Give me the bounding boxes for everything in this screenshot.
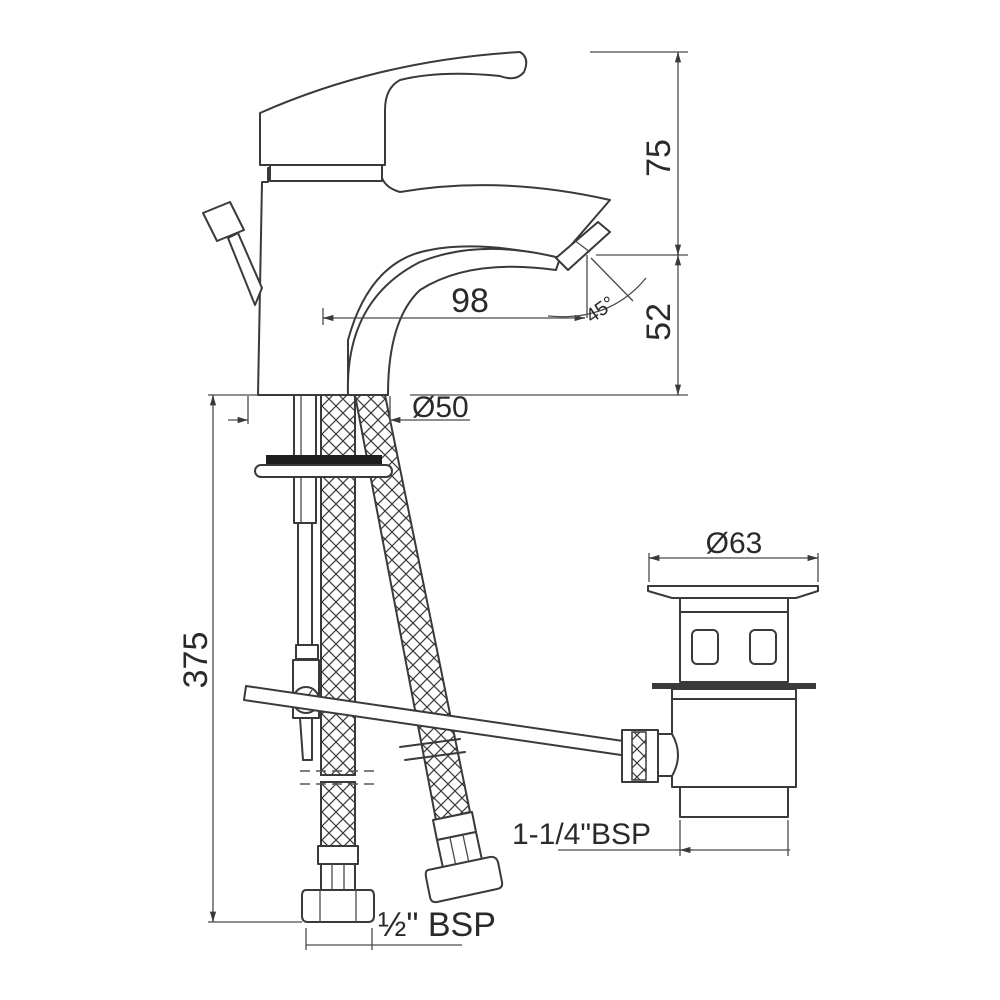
pop-up-knob (202, 201, 263, 306)
waste-knurl (631, 731, 647, 781)
dim-52-label: 52 (640, 303, 678, 341)
dim-75-label: 75 (640, 139, 678, 177)
dimension-base-diameter (228, 396, 470, 424)
dimension-waste-thread (558, 820, 790, 856)
dim-hose-thread-label: ½" BSP (378, 906, 496, 944)
dim-waste-diameter-label: Ø63 (706, 527, 763, 560)
lever-handle (259, 51, 528, 182)
dim-375-label: 375 (177, 632, 215, 689)
dimension-waste-diameter (648, 553, 819, 582)
break-lines (300, 738, 466, 785)
hose-nut-right (424, 855, 504, 904)
dim-98-label: 98 (451, 282, 489, 320)
dim-base-diameter-label: Ø50 (412, 391, 469, 424)
dimension-angle (547, 255, 647, 318)
dimension-overall-height (208, 394, 302, 923)
dimension-reach (322, 308, 585, 325)
hose-nut-left (301, 889, 375, 923)
spout (346, 221, 611, 396)
pop-up-waste (621, 585, 819, 818)
dimension-height-right (410, 51, 688, 396)
dimension-hose-thread (305, 928, 462, 950)
mounting-gasket (254, 455, 393, 478)
dim-waste-thread-label: 1-1/4"BSP (512, 818, 651, 851)
